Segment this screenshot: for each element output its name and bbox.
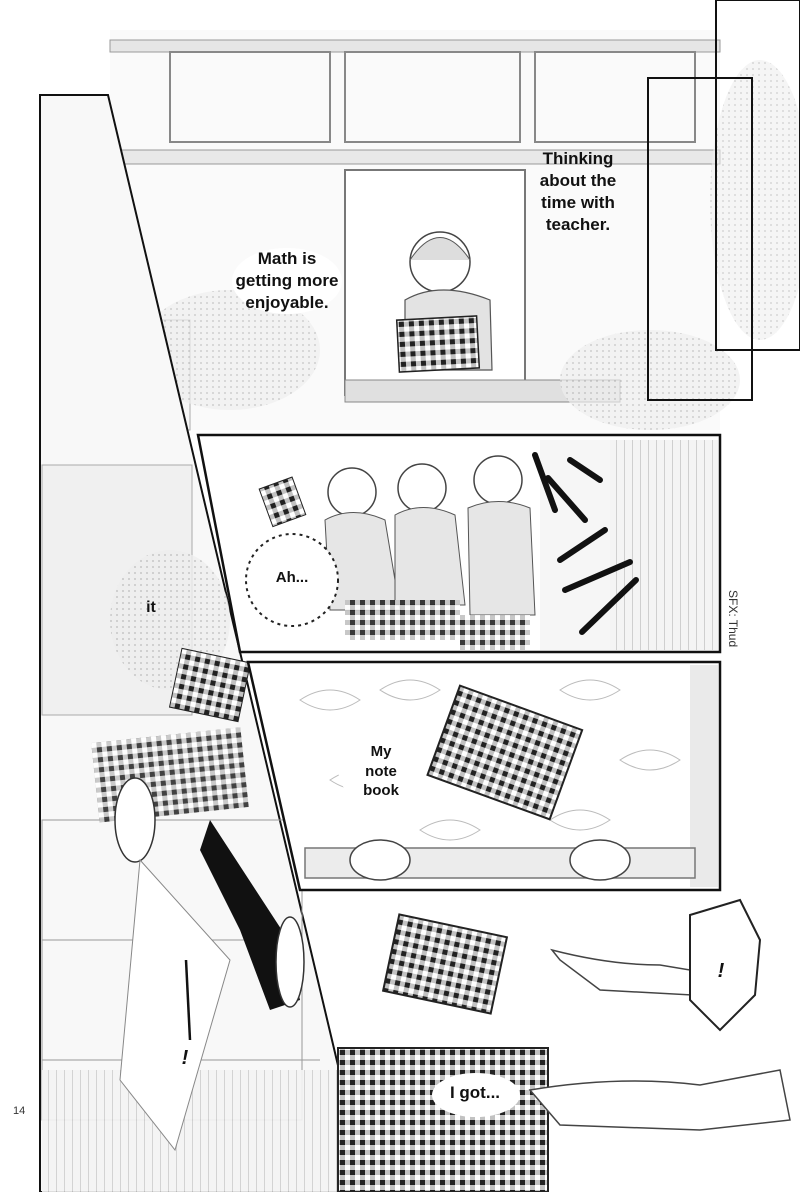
exclaim-line: [184, 959, 192, 1041]
exclaim-right: !: [717, 960, 725, 982]
page-number: 14: [13, 1105, 26, 1117]
caption-line: enjoyable.: [245, 293, 329, 313]
caption-line: getting more: [235, 271, 339, 291]
caption-thinking-about-teacher: Thinking about the time with teacher.: [528, 148, 628, 236]
panel-notebook-window: [246, 660, 722, 892]
caption-line: Thinking: [542, 149, 614, 168]
exclaim-left: !: [181, 1047, 189, 1069]
caption-line: book: [363, 782, 399, 799]
caption-math-enjoyable: Math is getting more enjoyable.: [232, 248, 342, 315]
panel-three-girls: [196, 433, 722, 654]
sfx-thud: SFX: Thud: [726, 590, 740, 648]
caption-line: time with: [541, 193, 615, 213]
falling-notebook-scene: [381, 898, 762, 1032]
speech-ah: Ah...: [275, 569, 309, 586]
caption-line: Math is: [257, 249, 317, 268]
caption-line: teacher.: [545, 215, 611, 235]
caption-line: My: [370, 743, 392, 760]
panel-border-right: [647, 77, 753, 401]
bottom-notebook-scene: [337, 1047, 791, 1192]
speech-my-notebook: My note book: [346, 742, 416, 801]
caption-it: it: [146, 599, 156, 616]
caption-i-got: I got...: [449, 1083, 501, 1102]
caption-line: note: [365, 762, 397, 780]
caption-line: about the: [539, 171, 617, 191]
left-diagonal-panel: [39, 94, 370, 1192]
